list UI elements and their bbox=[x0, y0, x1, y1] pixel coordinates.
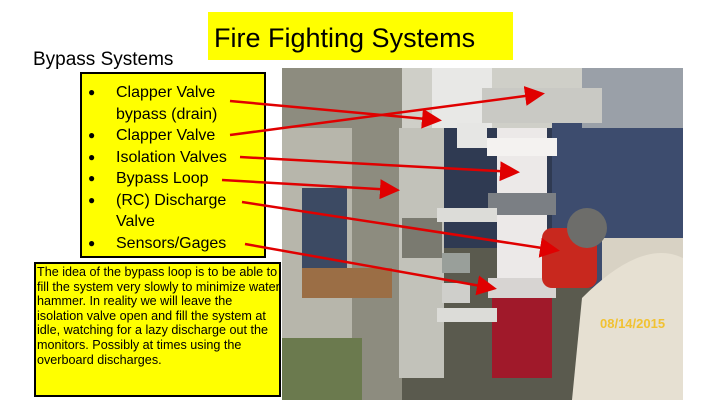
bullet-text: Sensors/Gages bbox=[116, 234, 227, 252]
bullet-item: ● Sensors/Gages bbox=[88, 233, 268, 255]
bullet-text: (RC) Discharge bbox=[116, 191, 227, 209]
bullet-text-cont: Valve bbox=[116, 213, 155, 230]
bullet-text: Isolation Valves bbox=[116, 148, 227, 166]
note-box bbox=[34, 262, 281, 397]
bullet-dot-icon: ● bbox=[88, 192, 96, 207]
bullet-list: ● Clapper Valve bypass (drain) ● Clapper Va… bbox=[88, 82, 268, 254]
slide-subtitle: Bypass Systems bbox=[33, 49, 174, 70]
bullet-item: ● Isolation Valves bbox=[88, 147, 268, 169]
bullet-item: ● Clapper Valve bbox=[88, 125, 268, 147]
bullet-dot-icon: ● bbox=[88, 235, 96, 250]
note-text: The idea of the bypass loop is to be abl… bbox=[37, 265, 280, 367]
engine-room-photo: 08/14/2015 bbox=[282, 68, 683, 400]
bullet-dot-icon: ● bbox=[88, 149, 96, 164]
photo-timestamp: 08/14/2015 bbox=[600, 316, 665, 331]
bullet-dot-icon: ● bbox=[88, 128, 96, 142]
bullet-text: Clapper Valve bbox=[116, 84, 216, 101]
bullet-text-cont: bypass (drain) bbox=[116, 105, 218, 123]
title-highlight-box bbox=[208, 12, 513, 60]
bullet-text: Bypass Loop bbox=[116, 170, 209, 187]
bullet-dot-icon: ● bbox=[88, 85, 96, 99]
bullet-text: Clapper Valve bbox=[116, 127, 216, 144]
bullet-dot-icon: ● bbox=[88, 171, 96, 185]
slide-title: Fire Fighting Systems bbox=[214, 23, 476, 53]
bullet-item: ● Clapper Valve bypass (drain) bbox=[88, 82, 268, 125]
bullet-item: ● Bypass Loop bbox=[88, 168, 268, 190]
